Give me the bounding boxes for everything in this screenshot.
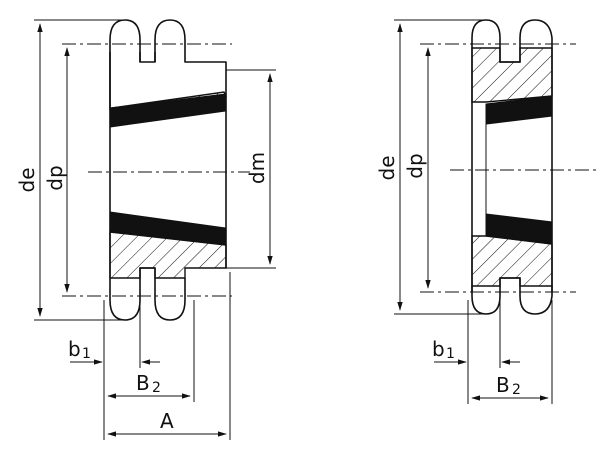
left-bottom-slot: [139, 267, 156, 278]
right-b1-label: b: [432, 337, 445, 361]
right-b1-subscript: 1: [446, 346, 455, 362]
left-dp-label: dp: [43, 165, 67, 190]
left-sprocket: [109, 19, 228, 321]
left-bottom-teeth: [109, 278, 186, 321]
right-B2-label: B: [496, 373, 510, 397]
dm-label: dm: [245, 152, 269, 184]
left-top-slot: [139, 52, 156, 62]
left-top-teeth: [109, 19, 186, 63]
right-B2-subscript: 2: [512, 382, 521, 398]
left-de-label: de: [15, 168, 39, 193]
right-dp-label: dp: [403, 153, 427, 178]
right-bottom-teeth: [471, 277, 553, 315]
left-B2-subscript: 2: [152, 380, 161, 396]
left-b1-subscript: 1: [82, 346, 91, 362]
right-sprocket: [471, 19, 553, 315]
right-top-hatch: [471, 47, 553, 103]
left-b1-label: b: [68, 337, 81, 361]
right-de-label: de: [375, 156, 399, 181]
A-label: A: [160, 409, 174, 433]
left-B2-label: B: [136, 371, 150, 395]
left-top-bore: [109, 93, 227, 128]
